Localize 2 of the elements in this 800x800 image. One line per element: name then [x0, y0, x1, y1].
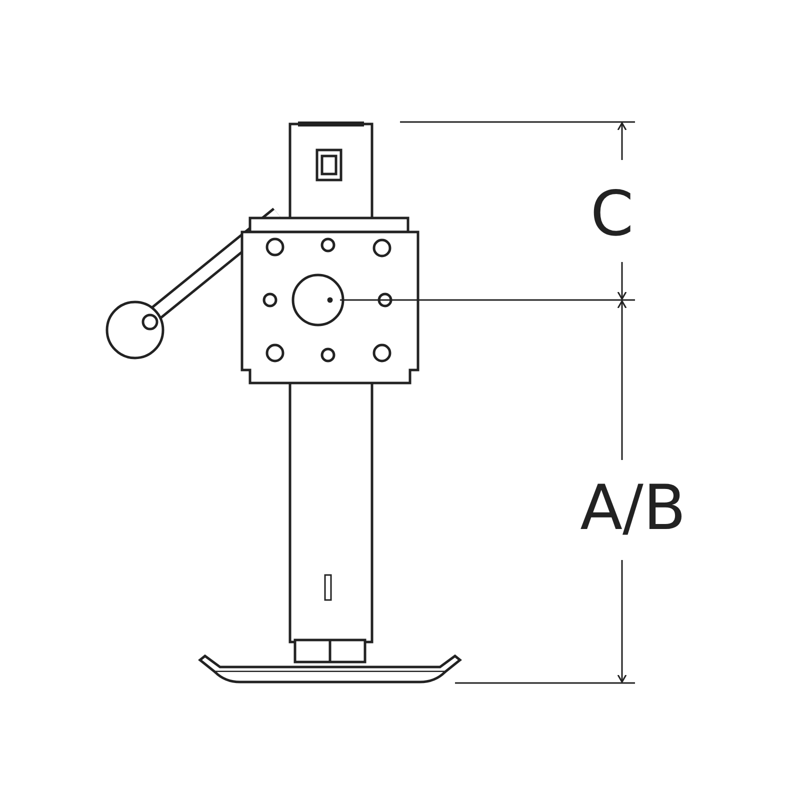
dimension-label: A/B — [580, 477, 686, 539]
dimension-label: C — [590, 183, 634, 245]
